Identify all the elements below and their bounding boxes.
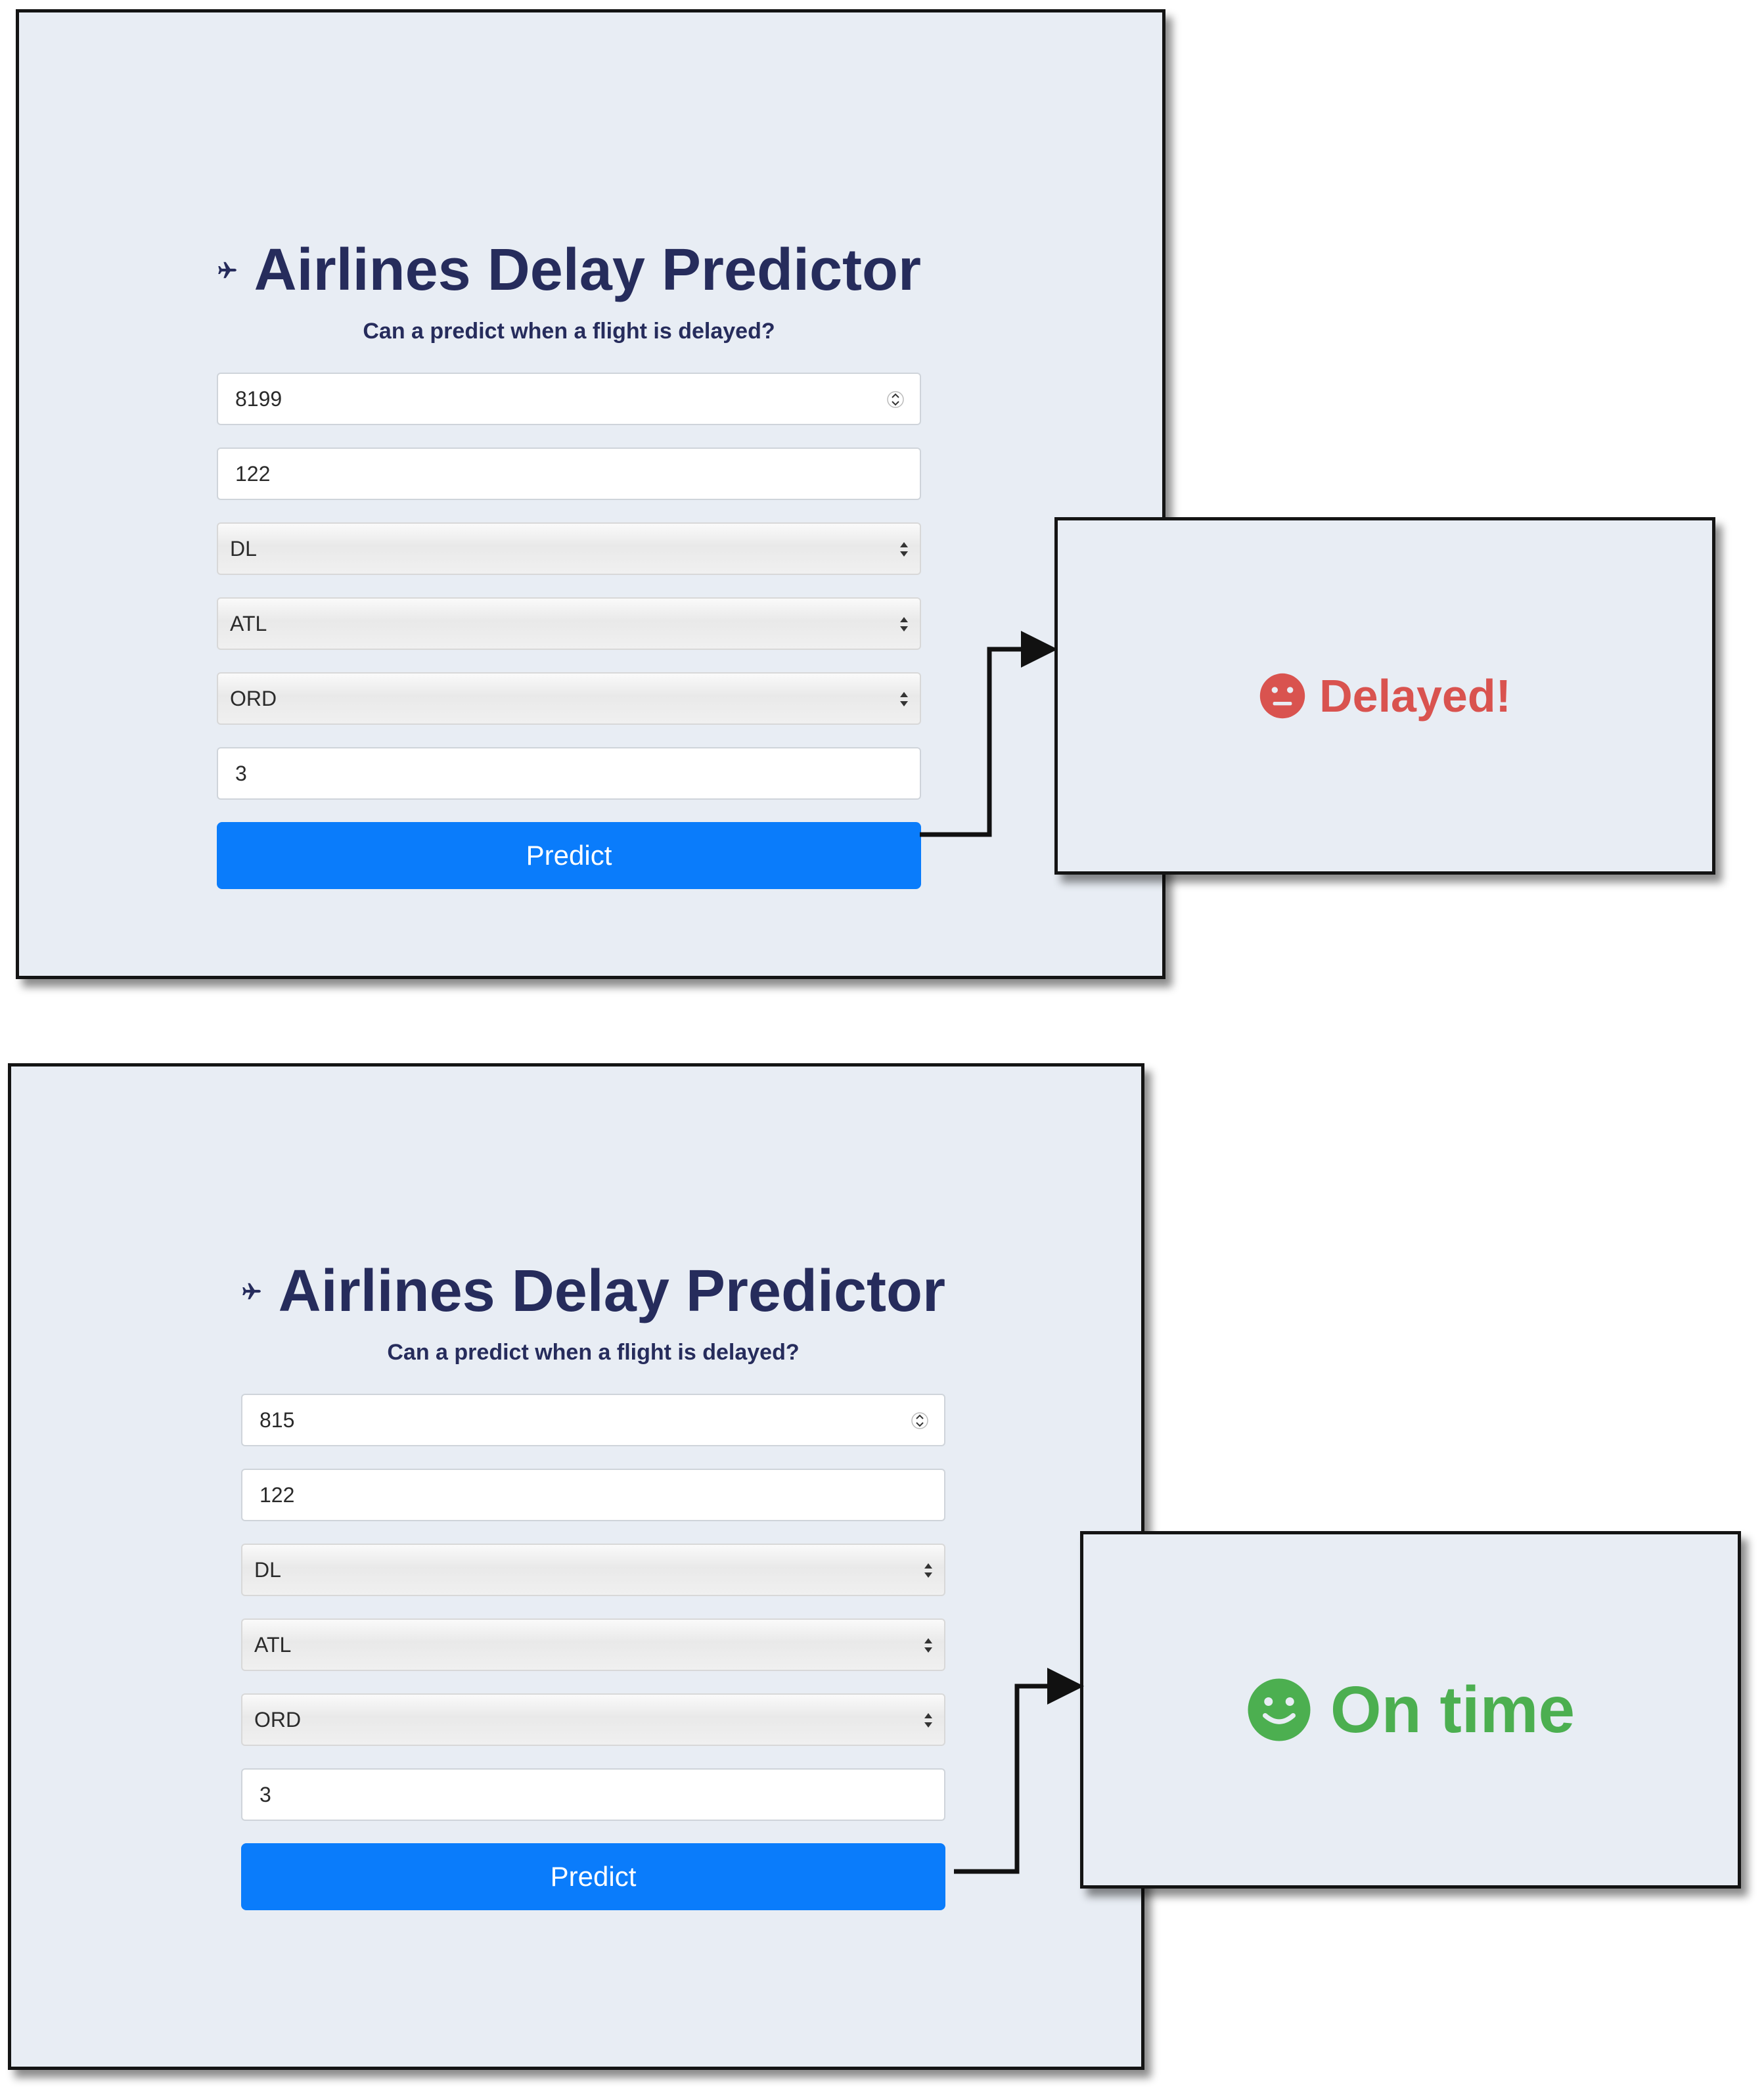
result-text: Delayed! [1319, 670, 1511, 722]
neutral-face-icon [1259, 673, 1305, 719]
day-value: 3 [235, 761, 247, 785]
predictor-form-2: Airlines Delay Predictor Can a predict w… [241, 1245, 945, 1910]
distance-input[interactable]: 122 [217, 447, 921, 500]
app-title: Airlines Delay Predictor [217, 224, 921, 316]
select-arrows-icon [900, 617, 908, 631]
select-arrows-icon [924, 1638, 932, 1653]
origin-value: ATL [254, 1632, 292, 1657]
destination-value: ORD [254, 1707, 302, 1732]
app-subtitle: Can a predict when a flight is delayed? [363, 319, 775, 344]
day-input[interactable]: 3 [241, 1768, 945, 1821]
airline-select[interactable]: DL [217, 522, 921, 575]
result-text: On time [1330, 1672, 1575, 1747]
predict-button[interactable]: Predict [241, 1843, 945, 1910]
smile-face-icon [1248, 1678, 1311, 1741]
flight-number-value: 815 [260, 1408, 295, 1432]
predict-button[interactable]: Predict [217, 822, 921, 889]
app-title-text: Airlines Delay Predictor [254, 237, 921, 303]
number-stepper-icon[interactable] [887, 388, 904, 411]
flight-number-value: 8199 [235, 386, 283, 411]
flight-number-input[interactable]: 8199 [217, 373, 921, 425]
day-input[interactable]: 3 [217, 747, 921, 800]
select-arrows-icon [900, 542, 908, 557]
plane-icon [242, 1283, 261, 1300]
distance-value: 122 [260, 1482, 295, 1507]
origin-select[interactable]: ATL [241, 1618, 945, 1671]
select-arrows-icon [900, 692, 908, 706]
destination-select[interactable]: ORD [241, 1693, 945, 1746]
app-title: Airlines Delay Predictor [241, 1245, 945, 1337]
destination-value: ORD [230, 686, 277, 710]
airline-value: DL [254, 1557, 281, 1582]
predictor-window-2: Airlines Delay Predictor Can a predict w… [8, 1063, 1144, 2070]
airline-value: DL [230, 536, 257, 561]
airline-select[interactable]: DL [241, 1544, 945, 1596]
origin-value: ATL [230, 611, 267, 635]
flight-number-input[interactable]: 815 [241, 1394, 945, 1446]
app-title-text: Airlines Delay Predictor [278, 1258, 945, 1324]
predictor-form-1: Airlines Delay Predictor Can a predict w… [217, 224, 921, 889]
predictor-window-1: Airlines Delay Predictor Can a predict w… [16, 9, 1165, 979]
destination-select[interactable]: ORD [217, 672, 921, 725]
distance-value: 122 [235, 461, 271, 486]
plane-icon [218, 262, 237, 279]
select-arrows-icon [924, 1563, 932, 1578]
result-box-delayed: Delayed! [1054, 517, 1715, 875]
result-box-on-time: On time [1080, 1531, 1741, 1889]
number-stepper-icon[interactable] [911, 1410, 928, 1432]
origin-select[interactable]: ATL [217, 597, 921, 650]
distance-input[interactable]: 122 [241, 1469, 945, 1521]
day-value: 3 [260, 1782, 271, 1806]
select-arrows-icon [924, 1713, 932, 1728]
app-subtitle: Can a predict when a flight is delayed? [387, 1340, 800, 1365]
